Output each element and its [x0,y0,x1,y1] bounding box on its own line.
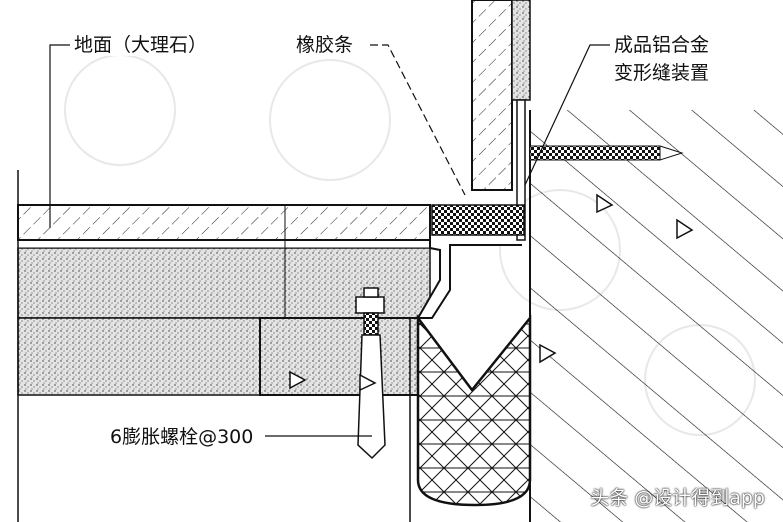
section-markers [289,193,694,392]
label-anchor-bolt: 6膨胀螺栓@300 [110,426,254,448]
bonding-layer [17,239,431,249]
rubber-strip [431,204,525,236]
aluminum-cover-plate [516,99,526,241]
label-rubber-strip: 橡胶条 [296,34,354,56]
label-aluminum-line1: 成品铝合金 [614,34,710,56]
watermark: 头条 @设计得到app [590,487,765,509]
leader-lines [49,44,610,437]
wall-anchor [529,145,684,161]
structural-wall-right [530,110,783,522]
upper-wall-finish [471,0,513,191]
expansion-bolt [355,287,386,460]
marble-floor [17,204,431,241]
slab-edge-block [259,317,419,396]
concrete-slab [17,317,261,396]
wall-insulation [511,0,531,101]
elastic-filler [416,314,532,507]
label-aluminum-line2: 变形缝装置 [614,62,710,84]
label-floor-marble: 地面（大理石） [74,34,208,56]
